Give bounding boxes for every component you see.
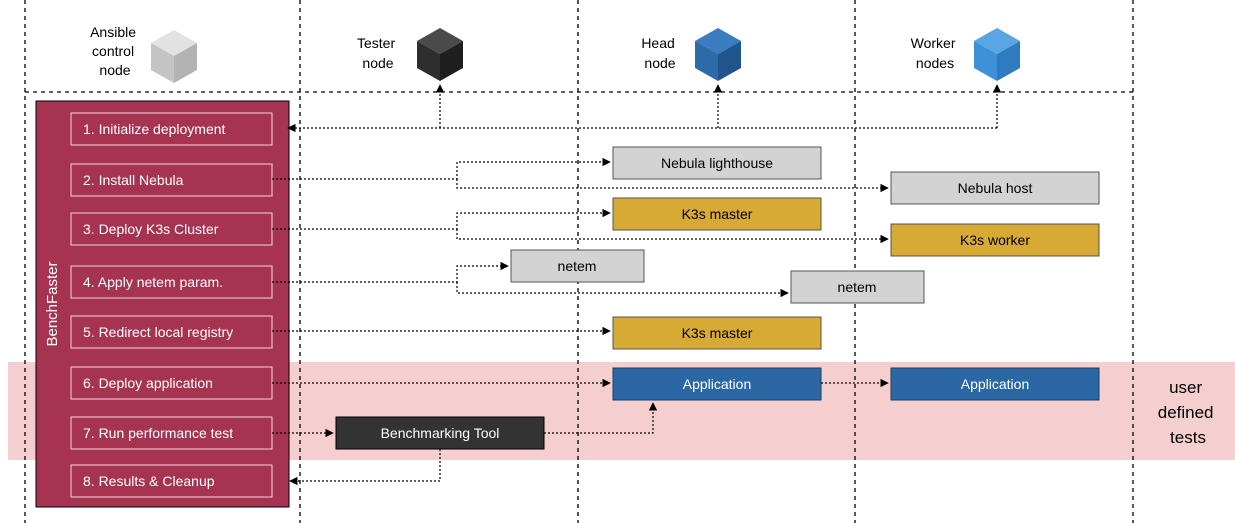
lane-label-line: node (99, 62, 130, 78)
benchfaster-steps: 1. Initialize deployment 2. Install Nebu… (70, 112, 273, 498)
box-label: Nebula host (958, 180, 1033, 196)
lane-label-line: Tester (357, 35, 395, 51)
lane-label-line: node (362, 55, 393, 71)
step-deploy-application[interactable]: 6. Deploy application (70, 366, 273, 400)
box-label: Application (683, 376, 752, 392)
connectors (272, 84, 1002, 486)
lane-label-line: Worker (911, 35, 956, 51)
box-label: Benchmarking Tool (381, 425, 500, 441)
lane-label-line: control (92, 43, 134, 59)
target-application-head: Application (612, 367, 822, 401)
lane-label-line: Head (641, 35, 674, 51)
target-k3s-master-registry: K3s master (612, 316, 822, 350)
lane-header-tester: Tester node (357, 28, 463, 81)
box-label: netem (558, 258, 597, 274)
step-results-cleanup[interactable]: 8. Results & Cleanup (70, 464, 273, 498)
box-label: K3s worker (960, 232, 1030, 248)
box-label: Nebula lighthouse (661, 155, 773, 171)
label-line: tests (1170, 428, 1206, 447)
cube-icon-light-blue (974, 28, 1020, 81)
lane-header-worker: Worker nodes (911, 28, 1020, 81)
svg-text:Head node: Head node (641, 35, 678, 71)
step-label: 2. Install Nebula (83, 172, 184, 188)
box-label: K3s master (682, 206, 753, 222)
label-line: user (1169, 378, 1202, 397)
svg-text:Worker nodes: Worker nodes (911, 35, 960, 71)
target-benchmarking-tool: Benchmarking Tool (335, 416, 545, 450)
user-defined-tests-label: user defined tests (1158, 378, 1219, 447)
benchfaster-title: BenchFaster (44, 261, 61, 346)
step-label: 7. Run performance test (83, 425, 233, 441)
svg-text:Tester node: Tester node (357, 35, 399, 71)
box-label: netem (838, 279, 877, 295)
target-application-worker: Application (890, 367, 1100, 401)
lane-header-ansible: Ansible control node (90, 24, 197, 83)
step-initialize-deployment[interactable]: 1. Initialize deployment (70, 112, 273, 146)
cube-icon-dark (417, 28, 463, 81)
lane-label-line: node (644, 55, 675, 71)
connector-deploy-k3s (272, 208, 611, 230)
lane-label-line: Ansible (90, 24, 136, 40)
step-run-performance-test[interactable]: 7. Run performance test (70, 416, 273, 450)
step-apply-netem[interactable]: 4. Apply netem param. (70, 265, 273, 299)
step-label: 5. Redirect local registry (83, 324, 233, 340)
cube-icon-light-grey (151, 30, 197, 83)
connector-install-nebula (272, 157, 611, 180)
step-label: 1. Initialize deployment (83, 121, 226, 137)
box-label: K3s master (682, 325, 753, 341)
step-label: 3. Deploy K3s Cluster (83, 221, 219, 237)
box-label: Application (961, 376, 1030, 392)
cube-icon-blue (695, 28, 741, 81)
connector-apply-netem (272, 261, 509, 283)
lane-header-head: Head node (641, 28, 741, 81)
target-nebula-lighthouse: Nebula lighthouse (612, 146, 822, 180)
step-install-nebula[interactable]: 2. Install Nebula (70, 163, 273, 197)
step-label: 4. Apply netem param. (83, 274, 223, 290)
step-label: 6. Deploy application (83, 375, 213, 391)
label-line: defined (1158, 403, 1214, 422)
target-netem-tester: netem (510, 249, 645, 283)
lane-separators (24, 0, 1134, 523)
step-deploy-k3s-cluster[interactable]: 3. Deploy K3s Cluster (70, 212, 273, 246)
target-k3s-worker: K3s worker (890, 223, 1100, 257)
target-netem-worker: netem (790, 270, 925, 304)
step-redirect-local-registry[interactable]: 5. Redirect local registry (70, 315, 273, 349)
target-k3s-master: K3s master (612, 197, 822, 231)
lane-label-line: nodes (916, 55, 954, 71)
target-nebula-host: Nebula host (890, 171, 1100, 205)
connector-results (289, 449, 441, 486)
svg-text:Ansible control no: Ansible control node (90, 24, 140, 78)
step-label: 8. Results & Cleanup (83, 473, 215, 489)
